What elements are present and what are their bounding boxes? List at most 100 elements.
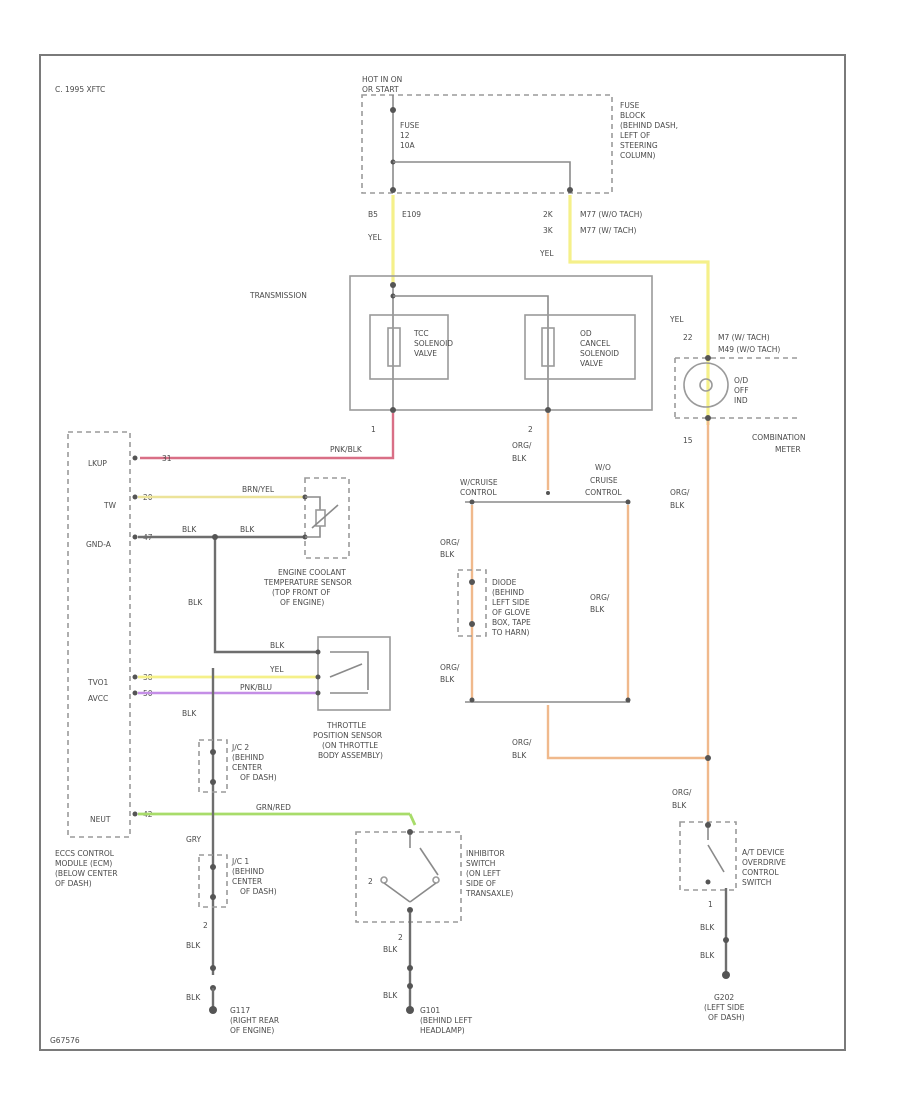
svg-text:CENTER: CENTER (232, 877, 262, 886)
combination-meter: YEL 22 M7 (W/ TACH) M49 (W/O TACH) O/D O… (669, 315, 805, 510)
svg-text:(BEHIND DASH,: (BEHIND DASH, (620, 121, 678, 130)
svg-text:B5: B5 (368, 210, 378, 219)
svg-text:M77 (W/O TACH): M77 (W/O TACH) (580, 210, 642, 219)
svg-text:G117: G117 (230, 1006, 250, 1015)
svg-text:J/C 1: J/C 1 (231, 857, 249, 866)
diagram-frame (39, 54, 846, 1051)
svg-text:METER: METER (775, 445, 801, 454)
svg-text:(ON LEFT: (ON LEFT (466, 869, 501, 878)
svg-text:COMBINATION: COMBINATION (752, 433, 805, 442)
svg-text:LEFT OF: LEFT OF (620, 131, 650, 140)
svg-text:HOT IN ON: HOT IN ON (362, 75, 402, 84)
svg-text:OF GLOVE: OF GLOVE (492, 608, 530, 617)
svg-text:YEL: YEL (269, 665, 284, 674)
svg-text:AVCC: AVCC (88, 694, 108, 703)
od-cancel-solenoid-valve: OD CANCEL SOLENOID VALVE (524, 314, 636, 380)
wire-blk-branch (213, 537, 318, 654)
svg-text:10A: 10A (400, 141, 416, 150)
svg-text:(BEHIND: (BEHIND (232, 753, 264, 762)
svg-text:DIODE: DIODE (492, 578, 517, 587)
svg-text:NEUT: NEUT (90, 815, 111, 824)
svg-text:CONTROL: CONTROL (742, 868, 779, 877)
svg-text:THROTTLE: THROTTLE (326, 721, 367, 730)
svg-text:BLK: BLK (188, 598, 203, 607)
svg-text:BLK: BLK (590, 605, 605, 614)
svg-text:W/O: W/O (595, 463, 611, 472)
svg-text:ORG/: ORG/ (512, 441, 532, 450)
tcc-solenoid-valve: TCC SOLENOID VALVE (369, 314, 453, 380)
svg-text:YEL: YEL (669, 315, 684, 324)
svg-text:BRN/YEL: BRN/YEL (242, 485, 275, 494)
svg-text:OF ENGINE): OF ENGINE) (230, 1026, 274, 1035)
transmission: TRANSMISSION TCC SOLENOID VALVE OD CANCE… (249, 275, 653, 434)
svg-text:PNK/BLU: PNK/BLU (240, 683, 272, 692)
svg-text:(BEHIND: (BEHIND (232, 867, 264, 876)
svg-text:OF DASH): OF DASH) (240, 887, 277, 896)
svg-text:ECCS CONTROL: ECCS CONTROL (55, 849, 115, 858)
svg-text:1: 1 (708, 900, 713, 909)
svg-text:OF DASH): OF DASH) (708, 1013, 745, 1022)
svg-text:CONTROL: CONTROL (585, 488, 622, 497)
junction-connectors: BLK J/C 2 (BEHIND CENTER OF DASH) GRY J/… (182, 668, 279, 1035)
svg-text:BLK: BLK (700, 951, 715, 960)
svg-text:BODY ASSEMBLY): BODY ASSEMBLY) (318, 751, 383, 760)
svg-text:BLK: BLK (186, 993, 201, 1002)
svg-text:(BELOW CENTER: (BELOW CENTER (55, 869, 118, 878)
svg-text:SWITCH: SWITCH (742, 878, 771, 887)
svg-text:BOX, TAPE: BOX, TAPE (492, 618, 531, 627)
svg-text:YEL: YEL (539, 249, 554, 258)
svg-text:OVERDRIVE: OVERDRIVE (742, 858, 786, 867)
svg-text:ORG/: ORG/ (512, 738, 532, 747)
svg-text:MODULE (ECM): MODULE (ECM) (55, 859, 112, 868)
throttle-position-sensor: THROTTLE POSITION SENSOR (ON THROTTLE BO… (313, 636, 391, 760)
svg-text:BLK: BLK (512, 751, 527, 760)
svg-text:TRANSAXLE): TRANSAXLE) (465, 889, 513, 898)
svg-text:BLK: BLK (383, 945, 398, 954)
svg-text:BLK: BLK (440, 550, 455, 559)
svg-text:TCC: TCC (413, 329, 429, 338)
svg-text:BLK: BLK (186, 941, 201, 950)
svg-text:GRN/RED: GRN/RED (256, 803, 291, 812)
svg-text:BLK: BLK (700, 923, 715, 932)
svg-text:2: 2 (528, 425, 533, 434)
svg-text:O/D: O/D (734, 376, 748, 385)
svg-text:M49 (W/O TACH): M49 (W/O TACH) (718, 345, 780, 354)
svg-text:BLK: BLK (383, 991, 398, 1000)
svg-text:A/T DEVICE: A/T DEVICE (742, 848, 785, 857)
svg-text:J/C 2: J/C 2 (231, 743, 249, 752)
svg-text:FUSE: FUSE (620, 101, 640, 110)
svg-text:OR START: OR START (362, 85, 399, 94)
svg-text:OD: OD (580, 329, 592, 338)
svg-text:2: 2 (398, 933, 403, 942)
svg-text:TEMPERATURE SENSOR: TEMPERATURE SENSOR (263, 578, 352, 587)
svg-text:M77 (W/ TACH): M77 (W/ TACH) (580, 226, 637, 235)
corner-note: C. 1995 XFTC (55, 85, 105, 94)
svg-text:SOLENOID: SOLENOID (580, 349, 619, 358)
svg-text:VALVE: VALVE (580, 359, 603, 368)
svg-text:YEL: YEL (367, 233, 382, 242)
svg-text:INHIBITOR: INHIBITOR (466, 849, 505, 858)
svg-text:CONTROL: CONTROL (460, 488, 497, 497)
svg-text:M7 (W/ TACH): M7 (W/ TACH) (718, 333, 770, 342)
svg-text:TRANSMISSION: TRANSMISSION (249, 291, 307, 300)
svg-text:CRUISE: CRUISE (590, 476, 618, 485)
svg-text:COLUMN): COLUMN) (620, 151, 656, 160)
svg-text:22: 22 (683, 333, 693, 342)
svg-text:POSITION SENSOR: POSITION SENSOR (313, 731, 382, 740)
svg-text:FUSE: FUSE (400, 121, 420, 130)
svg-text:VALVE: VALVE (414, 349, 437, 358)
svg-text:2: 2 (203, 921, 208, 930)
svg-text:OF DASH): OF DASH) (55, 879, 92, 888)
svg-text:ENGINE COOLANT: ENGINE COOLANT (278, 568, 346, 577)
svg-text:BLK: BLK (440, 675, 455, 684)
svg-text:BLK: BLK (512, 454, 527, 463)
svg-text:E109: E109 (402, 210, 421, 219)
svg-text:(ON THROTTLE: (ON THROTTLE (322, 741, 378, 750)
svg-text:BLOCK: BLOCK (620, 111, 646, 120)
svg-text:HEADLAMP): HEADLAMP) (420, 1026, 465, 1035)
yel-wires-top: B5 E109 YEL 2K M77 (W/O TACH) 3K M77 (W/… (367, 195, 710, 425)
svg-text:ORG/: ORG/ (440, 663, 460, 672)
cruise-diode-section: W/CRUISE CONTROL W/O CRUISE CONTROL ORG/… (440, 463, 711, 761)
svg-text:ORG/: ORG/ (670, 488, 690, 497)
svg-text:PNK/BLK: PNK/BLK (330, 445, 363, 454)
